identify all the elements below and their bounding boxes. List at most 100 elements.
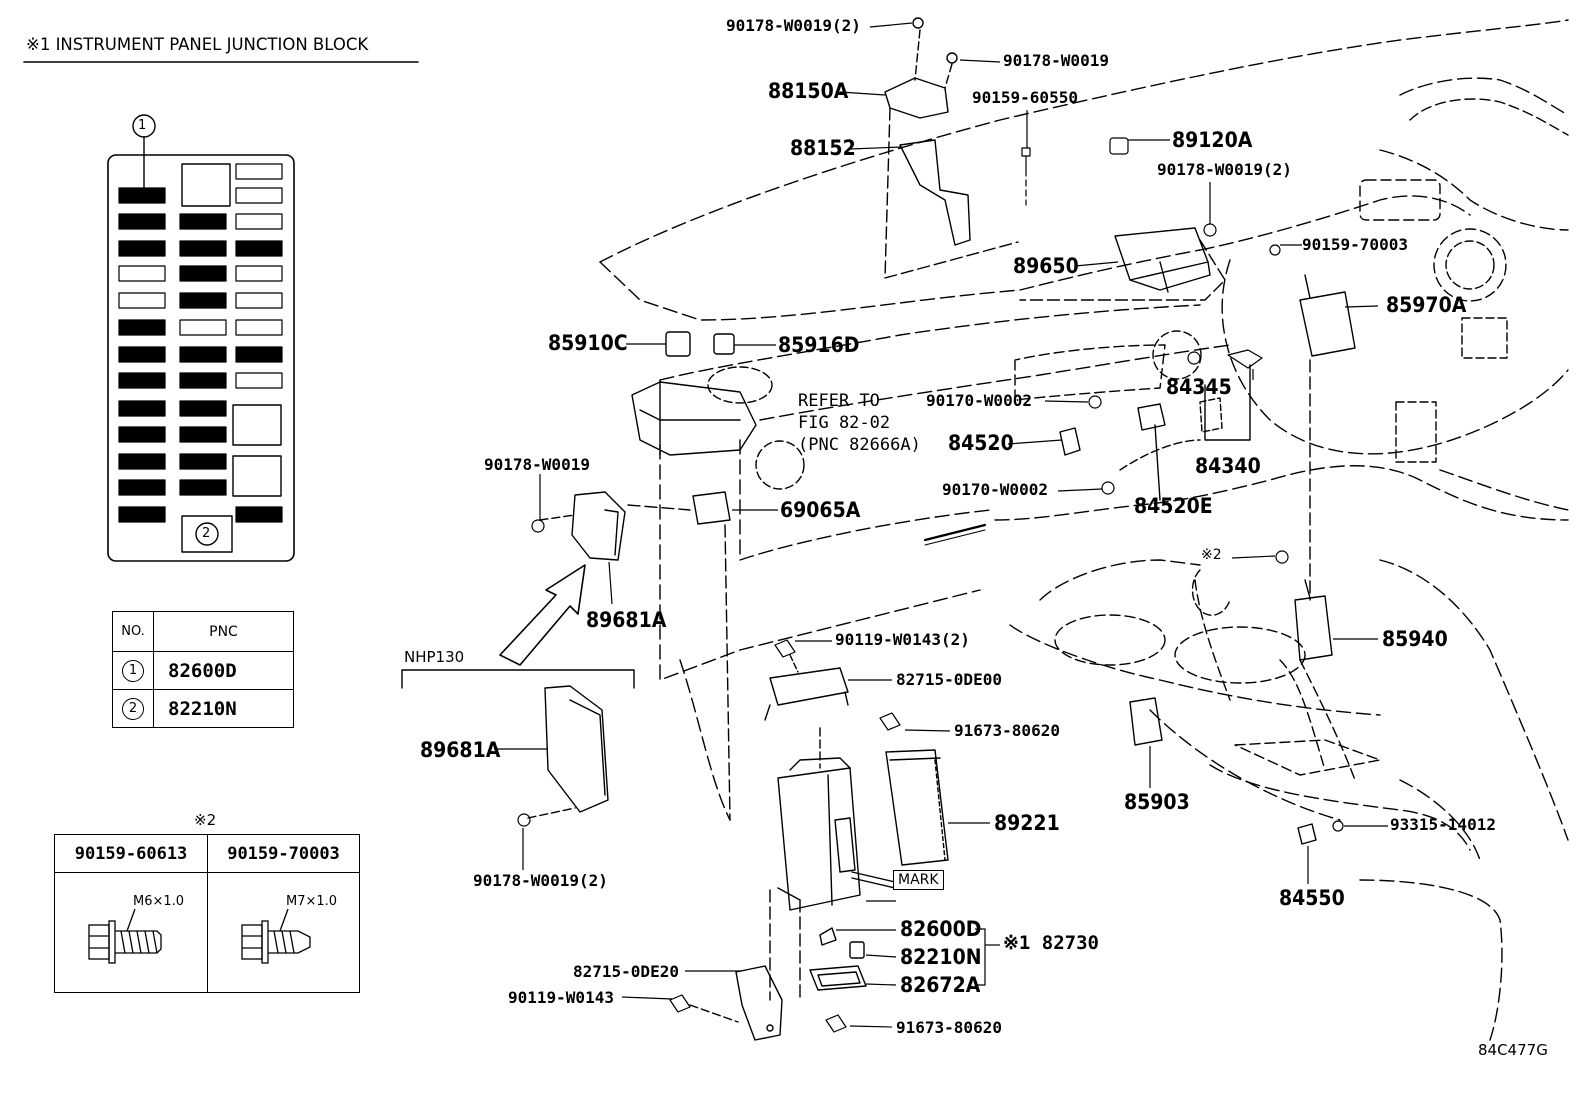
part-82715-0DE20[interactable]: 82715-0DE20 <box>573 962 679 981</box>
part-82600D[interactable]: 82600D <box>900 917 982 941</box>
bolt-1-icon <box>88 908 162 964</box>
fuse-slot <box>118 319 166 336</box>
direction-arrow <box>499 564 586 666</box>
part-89120A[interactable]: 89120A <box>1172 128 1253 152</box>
fuse-slot <box>118 213 166 230</box>
bolt-1-part: 90159-60613 <box>54 834 208 873</box>
part-91673-80620-b[interactable]: 91673-80620 <box>896 1018 1002 1037</box>
instrument-panel-outline <box>599 19 1569 1041</box>
fuse-slot <box>179 453 227 470</box>
part-69065A[interactable]: 69065A <box>780 498 861 522</box>
part-93315-14012[interactable]: 93315-14012 <box>1390 815 1496 834</box>
fuse-slot <box>118 240 166 257</box>
part-85940[interactable]: 85940 <box>1382 627 1448 651</box>
part-90178-W0019-top[interactable]: 90178-W0019 <box>1003 51 1109 70</box>
part-90159-70003[interactable]: 90159-70003 <box>1302 235 1408 254</box>
part-90178-W0019-2-bottom[interactable]: 90178-W0019(2) <box>473 871 608 890</box>
part-90159-60550[interactable]: 90159-60550 <box>972 88 1078 107</box>
part-89221[interactable]: 89221 <box>994 811 1060 835</box>
part-89681A-lower[interactable]: 89681A <box>420 738 501 762</box>
nhp130-label: NHP130 <box>404 648 465 666</box>
switch-parts <box>1059 364 1251 501</box>
part-85916D[interactable]: 85916D <box>778 333 860 357</box>
part-84345[interactable]: 84345 <box>1166 375 1232 399</box>
part-91673-80620-a[interactable]: 91673-80620 <box>954 721 1060 740</box>
group-label-82730: ※1 82730 <box>1003 932 1099 954</box>
part-84520E[interactable]: 84520E <box>1134 494 1213 518</box>
part-89650[interactable]: 89650 <box>1013 254 1079 278</box>
refer-note-line-3: (PNC 82666A) <box>798 435 921 455</box>
component-85903 <box>1129 697 1163 746</box>
part-82672A[interactable]: 82672A <box>900 973 981 997</box>
bolt-2-drawing: M7×1.0 <box>207 872 360 993</box>
part-89681A-upper[interactable]: 89681A <box>586 608 667 632</box>
fuse-slot <box>179 292 227 309</box>
part-90119-W0143[interactable]: 90119-W0143 <box>508 988 614 1007</box>
junction-block-panel <box>107 114 295 562</box>
pnc-row-1-no: 1 <box>112 651 154 690</box>
part-85903[interactable]: 85903 <box>1124 790 1190 814</box>
fuse-slot <box>118 479 166 496</box>
part-90170-W0002-b[interactable]: 90170-W0002 <box>942 480 1048 499</box>
component-84550 <box>1297 823 1317 845</box>
part-82210N[interactable]: 82210N <box>900 945 982 969</box>
component-89681A-lower <box>527 685 609 819</box>
refer-note-line-1: REFER TO <box>798 391 880 411</box>
pnc-row-2-no: 2 <box>112 689 154 728</box>
fuse-slot <box>179 426 227 443</box>
pnc-table: NO. PNC 1 82600D 2 82210N <box>112 611 294 728</box>
bracket-82715-lower <box>689 965 783 1041</box>
fuse-slot <box>235 187 283 204</box>
fuse-slot <box>118 400 166 417</box>
part-84340[interactable]: 84340 <box>1195 454 1261 478</box>
part-90178-W0019-2-top[interactable]: 90178-W0019(2) <box>726 16 861 35</box>
part-85910C[interactable]: 85910C <box>548 331 628 355</box>
fuse-slot <box>118 265 166 282</box>
pnc-row-1-pnc: 82600D <box>153 651 294 690</box>
bolt-table-marker: ※2 <box>194 811 217 829</box>
part-84520[interactable]: 84520 <box>948 431 1014 455</box>
mark-label: MARK <box>893 870 944 890</box>
part-82715-0DE00[interactable]: 82715-0DE00 <box>896 670 1002 689</box>
fuse-slot <box>118 372 166 389</box>
fuse-slot <box>179 213 227 230</box>
junction-block-title: ※1 INSTRUMENT PANEL JUNCTION BLOCK <box>26 35 369 54</box>
fuse-slot <box>179 372 227 389</box>
pnc-row-2-pnc: 82210N <box>153 689 294 728</box>
fuse-slot <box>235 372 283 389</box>
fuse-slot <box>235 163 283 180</box>
part-90119-W0143-2[interactable]: 90119-W0143(2) <box>835 630 970 649</box>
component-89650 <box>1019 227 1226 301</box>
bracket-88152 <box>884 17 1019 279</box>
junction-block-subparts <box>809 927 867 991</box>
fuse-slot <box>118 426 166 443</box>
fuse-slot <box>179 265 227 282</box>
callout-2: 2 <box>202 526 211 541</box>
fuse-slot <box>235 240 283 257</box>
part-90178-W0019-left[interactable]: 90178-W0019 <box>484 455 590 474</box>
component-85970A <box>1299 274 1356 601</box>
fuse-slot <box>235 319 283 336</box>
part-88152[interactable]: 88152 <box>790 136 856 160</box>
refer-note-line-2: FIG 82-02 <box>798 413 891 433</box>
part-85970A[interactable]: 85970A <box>1386 293 1467 317</box>
bracket-82715-upper <box>764 654 849 721</box>
part-90178-W0019-2-mid[interactable]: 90178-W0019(2) <box>1157 160 1292 179</box>
callout-1: 1 <box>138 118 147 133</box>
part-90170-W0002-a[interactable]: 90170-W0002 <box>926 391 1032 410</box>
fuse-slot <box>235 213 283 230</box>
bolt-2-thread: M7×1.0 <box>286 894 338 909</box>
part-84550[interactable]: 84550 <box>1279 886 1345 910</box>
fuse-slot <box>235 506 283 523</box>
fuse-slot <box>179 319 227 336</box>
bolt-1-thread: M6×1.0 <box>133 894 185 909</box>
pnc-table-header-pnc: PNC <box>153 611 294 652</box>
fuse-slot <box>118 187 166 204</box>
fuse-slot <box>118 506 166 523</box>
component-69065A <box>627 491 731 821</box>
part-88150A[interactable]: 88150A <box>768 79 849 103</box>
fuse-slot <box>179 400 227 417</box>
fuse-slot <box>118 292 166 309</box>
